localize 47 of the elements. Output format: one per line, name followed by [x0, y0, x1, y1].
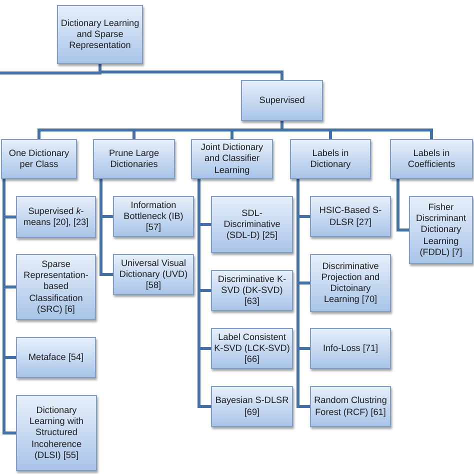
root-box: [57, 5, 143, 64]
node-label: Discriminative K-SVD (DK-SVD) [63]: [216, 274, 288, 308]
method-box: [113, 196, 194, 237]
node-label: Random Clustring Forest (RCF) [61]: [313, 395, 388, 418]
node-label: Fisher Discriminant Dictionary Learning (FDDL) [7]: [414, 202, 468, 258]
category-box: [1, 139, 77, 179]
category-box: [241, 80, 323, 121]
method-box: [16, 196, 96, 238]
connector-line: [296, 179, 310, 408]
node-label: Dictionary Learning with Structured Incoherence (DLSI) [55]: [28, 405, 85, 461]
node-label: Sparse Representation-based Classification (SRC) [6]: [22, 259, 90, 315]
node-label: Universal Visual Dictionary (UVD) [58]: [118, 258, 189, 292]
node-label: Metaface [54]: [28, 352, 84, 364]
category-box: [93, 139, 175, 179]
method-box: [16, 395, 97, 471]
node-label: Labels in Dictionary: [309, 148, 352, 170]
category-box: [390, 139, 473, 179]
method-box: [310, 254, 391, 312]
node-label: Bayesian S-DLSR [69]: [214, 395, 290, 418]
method-box: [211, 386, 293, 427]
method-box: [16, 337, 96, 378]
node-label: Supervised: [259, 94, 305, 106]
node-label: Prune Large Dictionaries: [108, 148, 160, 170]
node-label: Info-Loss [71]: [322, 342, 378, 354]
connector-line: [198, 179, 211, 408]
node-label: Information Bottleneck (IB) [57]: [122, 200, 184, 234]
method-box: [310, 328, 391, 369]
node-label: HSIC-Based S-DLSR [27]: [318, 205, 383, 228]
connector-line: [396, 179, 409, 232]
node-label: SDL-Discriminative (SDL-D) [25]: [222, 208, 282, 242]
node-label: Discriminative Projection and Dictoinary Learning [70]: [320, 260, 381, 306]
method-box: [310, 196, 391, 237]
category-box: [290, 139, 371, 179]
node-label: Supervised k-means [20], [23]: [22, 206, 90, 228]
method-box: [409, 196, 473, 264]
category-box: [191, 139, 273, 179]
node-label: Dictionary Learning and Sparse Representation: [60, 18, 140, 52]
node-label: Labels in Coefficients: [406, 148, 456, 170]
method-box: [211, 196, 293, 253]
method-box: [310, 386, 391, 427]
connector-line: [98, 64, 284, 80]
method-box: [16, 254, 96, 320]
method-box: [211, 270, 293, 311]
node-label: Label Consistent K-SVD (LCK-SVD) [66]: [214, 332, 290, 366]
connector-line: [2, 179, 16, 434]
node-label: Joint Dictionary and Classifier Learning: [200, 142, 264, 176]
node-label: One Dictionary per Class: [8, 148, 70, 170]
